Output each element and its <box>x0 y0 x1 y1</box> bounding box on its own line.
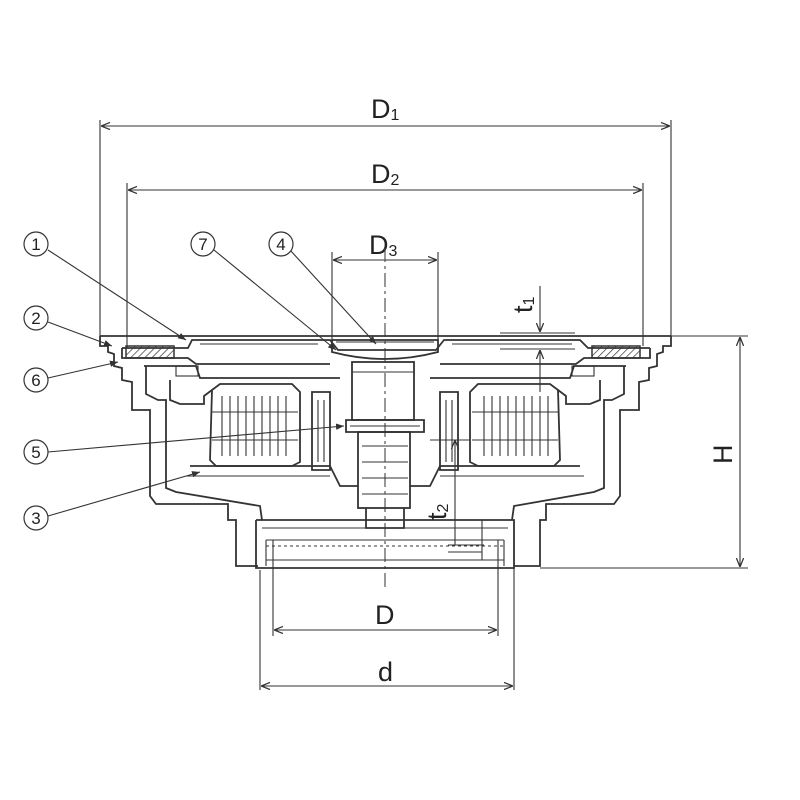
part-callout-4: 4 <box>268 231 294 257</box>
leader-1 <box>47 249 187 341</box>
svg-text:5: 5 <box>31 443 40 462</box>
dim-label-small-d: d <box>378 657 393 687</box>
leader-4 <box>289 249 377 345</box>
leader-lines <box>47 249 377 517</box>
part-callout-1: 1 <box>23 231 49 257</box>
dim-label-t2: t2 <box>422 503 452 520</box>
grate-cover <box>121 339 651 365</box>
part-callout-5: 5 <box>23 439 49 465</box>
leader-7 <box>213 249 337 351</box>
leader-6 <box>47 360 119 379</box>
part-callout-2: 2 <box>23 305 49 331</box>
svg-text:2: 2 <box>31 309 40 328</box>
leader-5 <box>47 423 345 453</box>
dim-label-d2: D2 <box>371 159 400 189</box>
inner-ring <box>144 365 626 405</box>
leader-3 <box>47 471 201 517</box>
center-bolt <box>331 339 439 529</box>
svg-text:3: 3 <box>31 509 40 528</box>
dim-label-d: D <box>375 600 395 630</box>
part-number-callouts: 1 2 6 5 3 7 4 <box>23 231 294 531</box>
svg-text:4: 4 <box>276 235 285 254</box>
dim-label-d3: D3 <box>369 230 398 260</box>
part-callout-6: 6 <box>23 367 49 393</box>
part-callout-7: 7 <box>190 231 216 257</box>
outlet-thread <box>266 520 504 560</box>
trap-basket-left <box>209 383 331 471</box>
svg-text:7: 7 <box>198 235 207 254</box>
gasket-right <box>591 345 641 359</box>
dim-label-d1: D1 <box>371 94 400 124</box>
dim-label-t1: t1 <box>508 296 538 313</box>
gasket-left <box>125 345 175 359</box>
dimension-lines <box>101 126 740 686</box>
svg-text:1: 1 <box>31 235 40 254</box>
svg-text:6: 6 <box>31 371 40 390</box>
part-callout-3: 3 <box>23 505 49 531</box>
trap-basket-right <box>439 383 561 471</box>
dim-label-h: H <box>708 445 738 465</box>
leader-2 <box>47 321 113 347</box>
dimension-labels: D1 D2 D3 D d H t1 t2 <box>369 94 738 687</box>
basket-floor <box>186 465 584 487</box>
extension-lines <box>99 120 748 690</box>
